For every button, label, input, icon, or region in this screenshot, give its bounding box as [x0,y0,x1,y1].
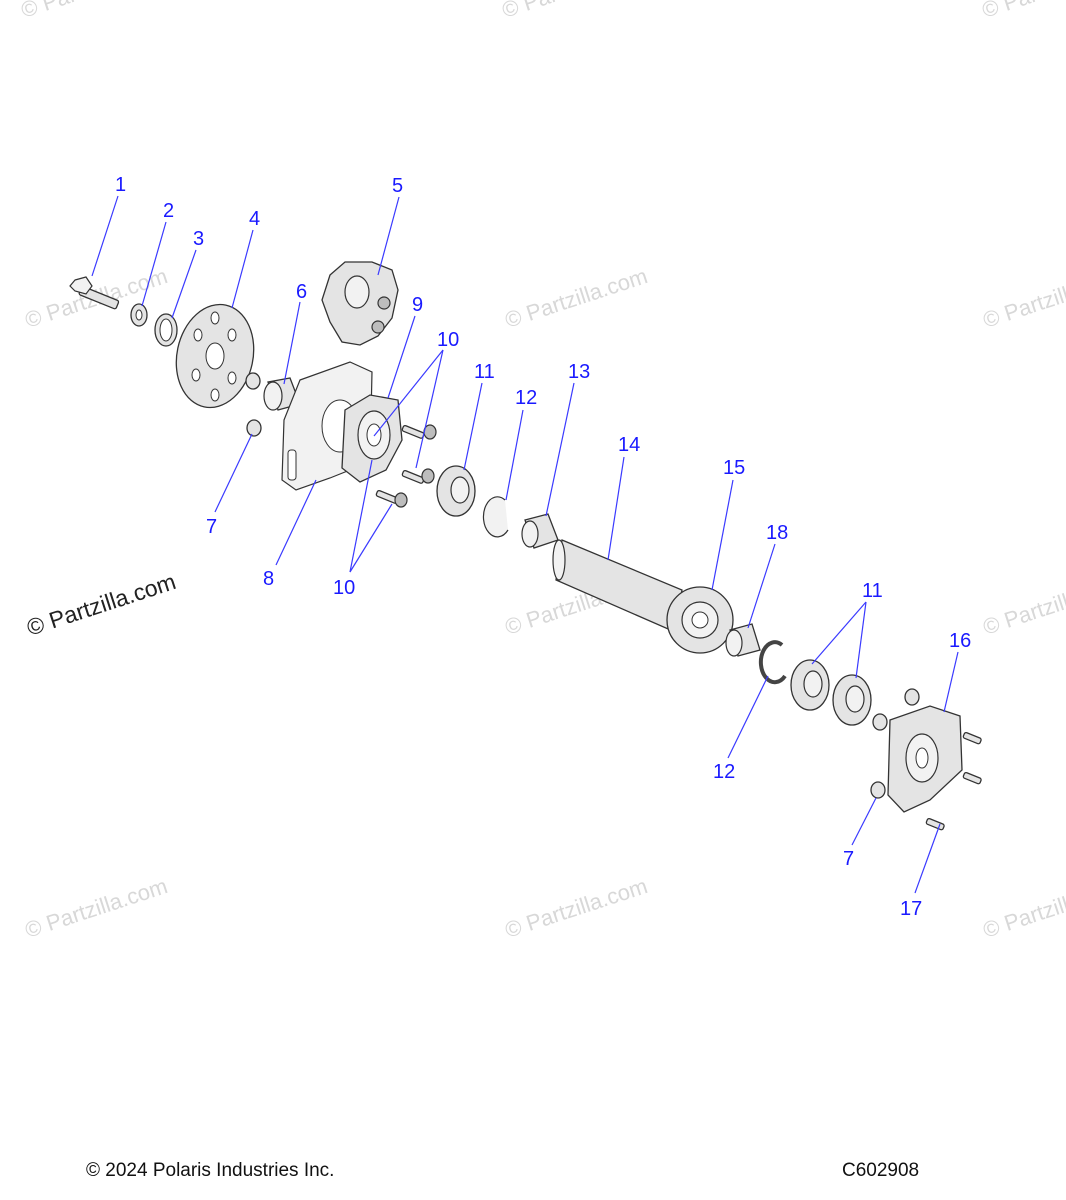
leader-3 [171,249,197,319]
callout-5: 5 [392,175,403,197]
leader-18 [747,543,776,629]
leader-10b [415,349,444,469]
callout-1: 1 [115,174,126,196]
callout-7: 7 [206,516,217,538]
callout-3: 3 [193,228,204,250]
leader-10c [349,459,373,573]
watermark: © Partzilla.com [502,263,651,333]
leader-12 [505,409,524,501]
callout-16: 16 [949,630,971,652]
callout-11-upper: 11 [474,361,495,383]
callout-9: 9 [412,294,423,316]
callout-17: 17 [900,898,922,920]
callout-2: 2 [163,200,174,222]
footer-copyright: © 2024 Polaris Industries Inc. [86,1160,335,1181]
part-18-spacer [725,623,761,657]
leader-5 [377,196,400,276]
part-17-bolts [925,731,982,831]
callout-18: 18 [766,522,788,544]
leader-11c [855,601,867,679]
leader-11b [811,601,867,665]
leader-7b [851,797,877,846]
callout-10-lower: 10 [333,577,355,599]
part-16-hub [887,705,963,813]
callout-labels: 1 2 3 4 5 6 7 8 9 10 10 11 12 13 14 15 1… [115,174,971,920]
leader-10d [349,503,393,573]
leader-9 [387,315,416,399]
callout-14: 14 [618,434,640,456]
callout-11-lower: 11 [862,580,883,602]
leader-11 [463,382,483,471]
leader-2 [141,221,167,307]
leader-4 [231,229,254,309]
callout-10-upper: 10 [437,329,459,351]
leader-16 [943,651,959,713]
part-11-bearings-lower [790,659,872,726]
watermark: © Partzilla.com [979,0,1066,23]
leader-6 [283,301,301,385]
part-3-oring [154,313,178,347]
part-12-snap-ring [482,496,509,538]
part-2-washer [130,303,148,327]
watermark-primary: © Partzilla.com [24,568,179,641]
leader-1 [91,195,119,277]
leader-7 [214,433,253,513]
part-4-brake-disc [175,303,255,409]
leader-lines [91,195,959,894]
part-12-snap-ring-lower [758,640,787,685]
leader-10a [373,349,444,437]
watermark: © Partzilla.com [980,263,1066,333]
callout-13: 13 [568,361,590,383]
callout-12-lower: 12 [713,761,735,783]
leader-8 [275,479,317,566]
callout-8: 8 [263,568,274,590]
callout-7-lower: 7 [843,848,854,870]
leader-14 [607,456,625,561]
leader-13 [545,382,575,517]
callout-15: 15 [723,457,745,479]
watermark: © Partzilla.com [502,873,651,943]
part-7-nut-lower [870,688,920,799]
leader-17 [914,823,941,894]
part-13-spacer [521,513,559,549]
watermark: © Partzilla.com [499,0,648,23]
callout-4: 4 [249,208,260,230]
callout-12-upper: 12 [515,387,537,409]
part-1-bolt [69,276,120,310]
parts-layer [69,261,982,831]
part-5-caliper [321,261,399,346]
watermark: © Partzilla.com [22,873,171,943]
leader-12b [727,675,769,759]
watermark: © Partzilla.com [18,0,167,23]
part-15-sprocket [666,586,734,654]
leader-15 [711,479,734,591]
footer-diagram-code: C602908 [842,1160,920,1181]
watermark: © Partzilla.com [980,873,1066,943]
part-11-bearing [436,465,476,517]
callout-6: 6 [296,281,307,303]
part-9-housing [341,394,403,483]
part-7-nut [245,372,262,437]
part-10-bolts [375,424,437,508]
watermark: © Partzilla.com [980,570,1066,640]
